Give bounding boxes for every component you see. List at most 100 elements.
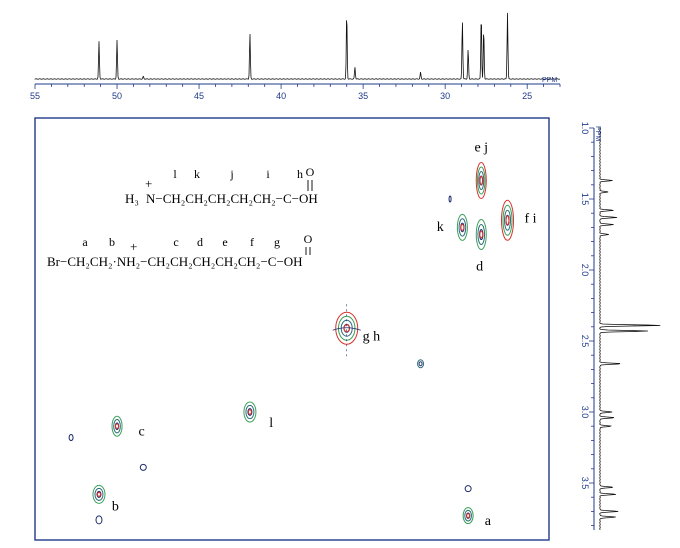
contour-core	[460, 223, 465, 231]
contour-ring	[68, 434, 74, 442]
contour-ring	[418, 361, 423, 367]
peak-label: b	[112, 500, 119, 515]
contour-ring	[92, 484, 106, 504]
structure2-label: e	[222, 235, 227, 249]
cross-peak	[464, 485, 472, 493]
top-tick-label: 40	[276, 91, 286, 101]
top-tick-label: 50	[112, 91, 122, 101]
contour-ring	[111, 415, 123, 437]
cross-peak	[111, 415, 123, 437]
contour-core	[466, 513, 471, 519]
cross-peak	[462, 507, 474, 525]
contour-ring	[462, 507, 474, 525]
side-tick-label: 3.0	[580, 406, 590, 419]
cross-peak	[501, 199, 514, 241]
structure1-plus: +	[145, 176, 152, 191]
cross-peak	[448, 195, 452, 203]
cross-peak	[243, 401, 257, 423]
cross-peak	[92, 484, 106, 504]
peak-labels: e j k f i d g h l c b a	[112, 140, 537, 528]
peak-label: a	[485, 514, 492, 529]
side-tick-label: 2.0	[580, 264, 590, 277]
contour-core	[114, 423, 120, 429]
contour-ring	[113, 419, 121, 434]
structure2-label: d	[197, 235, 203, 249]
cross-peaks	[68, 162, 514, 525]
cross-peak	[68, 434, 74, 442]
side-axis-label: PPM	[594, 126, 601, 141]
contour-ring	[501, 199, 514, 241]
cross-peak	[139, 463, 147, 471]
contour-ring	[458, 218, 467, 237]
contour-ring	[477, 224, 486, 245]
contour-ring	[477, 166, 486, 195]
top-axis-label: PPM	[542, 77, 557, 84]
structure1-carbonyl: O	[306, 165, 315, 179]
top-tick-label: 30	[440, 91, 450, 101]
cross-peak	[417, 359, 425, 369]
top-tick-label: 35	[358, 91, 368, 101]
structure2-carbonyl: O	[304, 232, 313, 246]
top-tick-label: 25	[522, 91, 532, 101]
contour-ring	[245, 404, 255, 420]
contour-ring	[139, 463, 147, 471]
contour-flare	[332, 327, 361, 331]
contour-ring	[456, 213, 468, 241]
contour-ring	[243, 401, 257, 423]
peak-label: c	[139, 424, 145, 439]
plot-frame	[34, 117, 550, 541]
peak-label: d	[476, 260, 483, 275]
contour-core	[96, 491, 102, 497]
contour-ring	[464, 485, 472, 493]
contour-core	[479, 176, 484, 186]
cross-peak	[475, 162, 487, 200]
peak-label: l	[269, 416, 273, 431]
side-spectrum-trace	[599, 127, 661, 531]
structure2-label: b	[109, 235, 115, 249]
contour-ring	[94, 487, 104, 501]
top-1d-spectrum: 55 50 45 40 35 30 25 PPM	[30, 12, 561, 101]
contour-core	[505, 215, 510, 226]
contour-ring	[504, 209, 511, 231]
peak-label: g h	[363, 329, 381, 344]
peak-label: e j	[474, 140, 488, 155]
side-axis-ticks: 1.0 1.5 2.0 2.5 3.0 3.5	[580, 122, 594, 526]
cross-peak	[475, 219, 487, 250]
side-tick-label: 1.5	[580, 193, 590, 206]
contour-ring	[475, 162, 487, 200]
cross-peak	[95, 515, 103, 525]
structure1-prefix: H₃	[125, 191, 139, 206]
structure2-label: c	[173, 235, 178, 249]
structure1-label: h	[297, 167, 303, 181]
contour-ring	[475, 219, 487, 250]
structure2-label: g	[274, 235, 280, 249]
structure1-label: l	[173, 167, 177, 181]
top-axis-ticks: 55 50 45 40 35 30 25	[30, 84, 561, 101]
structure2-label: f	[250, 235, 254, 249]
contour-ring	[417, 359, 425, 369]
structure2-formula: Br−CH₂CH₂·NH₂−CH₂CH₂CH₂CH₂CH₂−C−OH	[47, 254, 303, 269]
structure1-label: j	[229, 167, 233, 181]
contour-ring	[478, 171, 485, 191]
top-spectrum-trace	[34, 12, 561, 80]
contour-ring	[464, 509, 472, 522]
cross-peak	[456, 213, 468, 241]
peak-label: f i	[524, 211, 536, 226]
contour-ring	[502, 204, 513, 236]
contour-ring	[448, 195, 452, 203]
structure1-formula: N−CH₂CH₂CH₂CH₂CH₂−C−OH	[146, 191, 318, 206]
contour-ring	[95, 515, 103, 525]
structure1-label: i	[266, 167, 270, 181]
side-tick-label: 1.0	[580, 122, 590, 135]
contour-core	[479, 230, 484, 239]
structure1-label: k	[194, 167, 200, 181]
top-tick-label: 45	[194, 91, 204, 101]
structure2-label: a	[82, 235, 88, 249]
side-tick-label: 3.5	[580, 477, 590, 490]
structure2-plus: +	[130, 239, 137, 254]
side-tick-label: 2.5	[580, 335, 590, 348]
contour-core	[247, 409, 252, 415]
top-tick-label: 55	[30, 91, 40, 101]
